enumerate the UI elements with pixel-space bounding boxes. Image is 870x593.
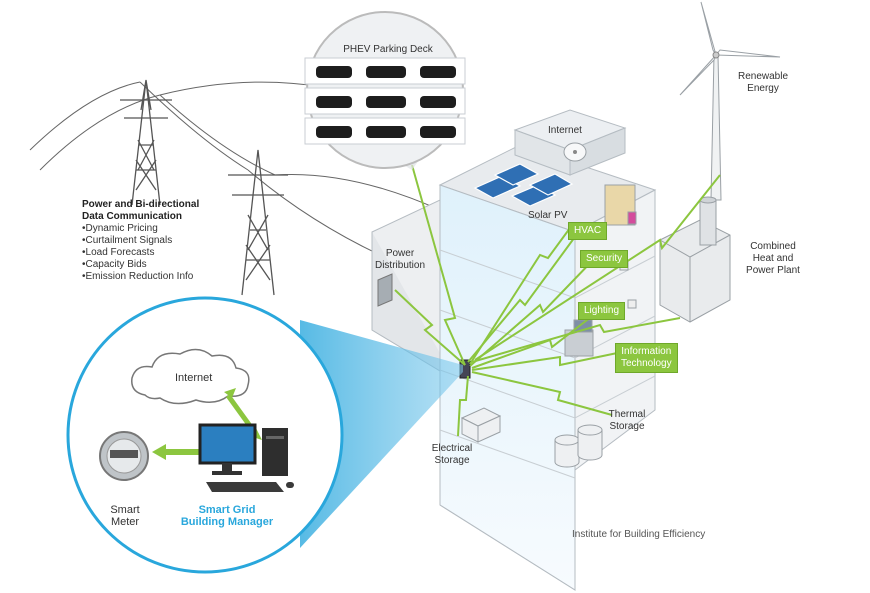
- chp-label: Combined Heat and Power Plant: [740, 241, 806, 277]
- power-distribution-label-line: Distribution: [374, 260, 426, 271]
- zoom-beam: [300, 320, 463, 548]
- solar-label: Solar PV: [528, 210, 568, 221]
- electrical-storage-box: [460, 407, 502, 443]
- internet-roof-label: Internet: [548, 125, 582, 136]
- tag-security: Security: [580, 250, 629, 268]
- building-manager-label-line: Building Manager: [180, 516, 274, 528]
- renewable-label: Renewable Energy: [728, 71, 798, 95]
- phev-parking-magnifier: [304, 11, 466, 170]
- tank-icon: [554, 424, 603, 468]
- communication-item: Capacity Bids: [82, 259, 199, 271]
- power-lines: [29, 81, 441, 281]
- computer-icon: [198, 423, 294, 492]
- power-distribution-label: Power Distribution: [368, 248, 432, 272]
- electrical-label-line: Electrical: [431, 443, 473, 454]
- chp-label-line: Power Plant: [746, 265, 800, 276]
- renewable-label-line: Renewable: [737, 71, 789, 82]
- tag-hvac: HVAC: [568, 222, 608, 240]
- tag-lighting: Lighting: [578, 302, 626, 320]
- communication-item: Dynamic Pricing: [82, 223, 199, 235]
- building-manager-label-line: Smart Grid: [198, 504, 256, 516]
- smart-meter-label-line: Smart: [110, 504, 140, 516]
- phev-label: PHEV Parking Deck: [343, 44, 433, 55]
- chp-plant: [659, 196, 731, 323]
- satellite-dish-icon: [563, 142, 587, 162]
- power-distribution-label-line: Power: [385, 248, 415, 259]
- thermal-label: Thermal Storage: [602, 409, 652, 433]
- electrical-label: Electrical Storage: [424, 443, 480, 467]
- thermal-label-line: Thermal: [608, 409, 646, 420]
- solar-panel-icon: [473, 163, 574, 207]
- meter-icon: [99, 431, 149, 481]
- chp-label-line: Heat and: [752, 253, 794, 264]
- chp-label-line: Combined: [750, 241, 796, 252]
- tag-information-technology: Information Technology: [615, 343, 678, 373]
- communication-list: Power and Bi-directional Data Communicat…: [82, 199, 199, 283]
- communication-title-line: Data Communication: [82, 211, 183, 222]
- smart-meter-label: Smart Meter: [100, 504, 150, 528]
- internet-cloud-label: Internet: [175, 372, 213, 384]
- communication-item: Emission Reduction Info: [82, 271, 199, 283]
- power-distribution-panel: [377, 273, 393, 307]
- transmission-tower-icon: [120, 79, 172, 206]
- wind-turbine-icon: [679, 1, 781, 201]
- renewable-label-line: Energy: [747, 83, 779, 94]
- smokestack-icon: [699, 196, 717, 246]
- smart-meter-label-line: Meter: [110, 516, 140, 528]
- transmission-tower-icon: [228, 149, 288, 296]
- building-manager-label: Smart Grid Building Manager: [168, 504, 286, 528]
- tag-it-line: Technology: [621, 358, 672, 369]
- cloud-icon: [131, 348, 250, 405]
- communication-item: Load Forecasts: [82, 247, 199, 259]
- communication-item: Curtailment Signals: [82, 235, 199, 247]
- tag-it-line: Information: [621, 346, 672, 357]
- communication-title-line: Power and Bi-directional: [82, 199, 200, 210]
- electrical-label-line: Storage: [434, 455, 470, 466]
- thermal-label-line: Storage: [609, 421, 645, 432]
- car-icon: [316, 66, 456, 138]
- communication-links: [394, 164, 721, 437]
- credit-text: Institute for Building Efficiency: [572, 529, 706, 540]
